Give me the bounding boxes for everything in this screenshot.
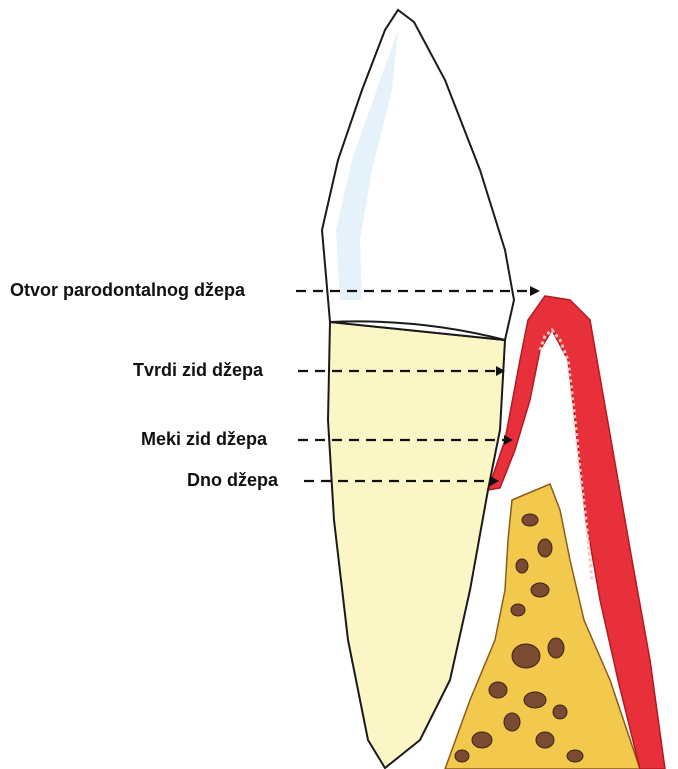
label-hard-pocket-wall: Tvrdi zid džepa [133, 359, 263, 381]
label-soft-pocket-wall: Meki zid džepa [141, 428, 267, 450]
label-pocket-bottom: Dno džepa [187, 469, 278, 491]
label-pocket-opening: Otvor parodontalnog džepa [10, 279, 245, 301]
arrowhead-pocket-opening [530, 286, 540, 296]
